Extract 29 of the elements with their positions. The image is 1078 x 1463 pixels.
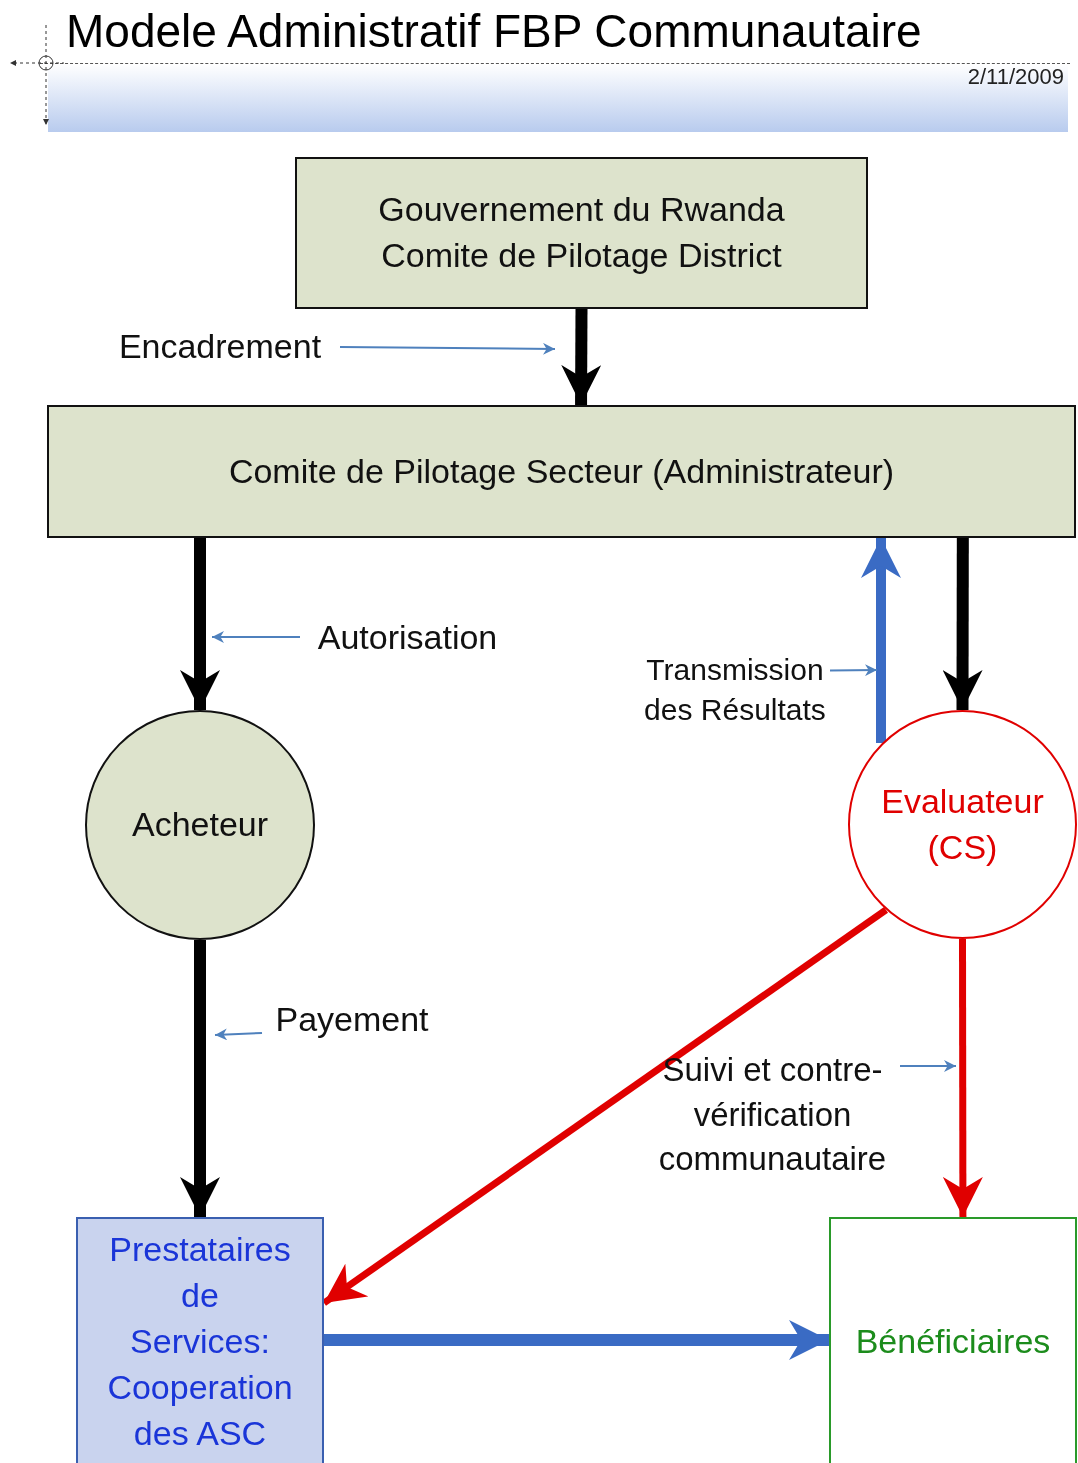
leader-line [214,1028,263,1041]
node-label: Prestataires de Services: Cooperation des ASC [107,1229,293,1454]
arrow [942,939,983,1217]
process-box [829,1217,1077,1463]
process-box [76,1217,324,1463]
node-label: Evaluateur (CS) [880,780,1045,868]
arrow [942,537,983,711]
annotation-text: Transmission des Résultats [640,620,830,760]
arrow [324,1320,829,1360]
leader-line [899,1060,957,1072]
diagram-title: Modele Administratif FBP Communautaire [66,4,922,58]
process-box [295,157,868,309]
annotation-text: Encadrement [100,324,340,370]
date-label: 2/11/2009 [967,64,1064,89]
arrow [180,538,220,710]
process-box [47,405,1076,538]
node-label: Bénéficiaires [855,1321,1051,1363]
annotation-text: Payement [262,997,442,1043]
leader-line [211,631,301,643]
arrow [561,308,602,406]
arrow [180,940,220,1217]
node-label: Acheteur [131,804,269,846]
node-label: Gouvernement du Rwanda Comite de Pilotage District [377,189,786,276]
annotation-text: Suivi et contre-vérification communautaire [645,1045,900,1185]
annotation-text: Autorisation [300,615,515,661]
arrow [861,538,901,743]
leader-line [829,664,878,677]
leader-line [339,342,556,355]
node-label: Comite de Pilotage Secteur (Administrateur) [228,450,895,492]
